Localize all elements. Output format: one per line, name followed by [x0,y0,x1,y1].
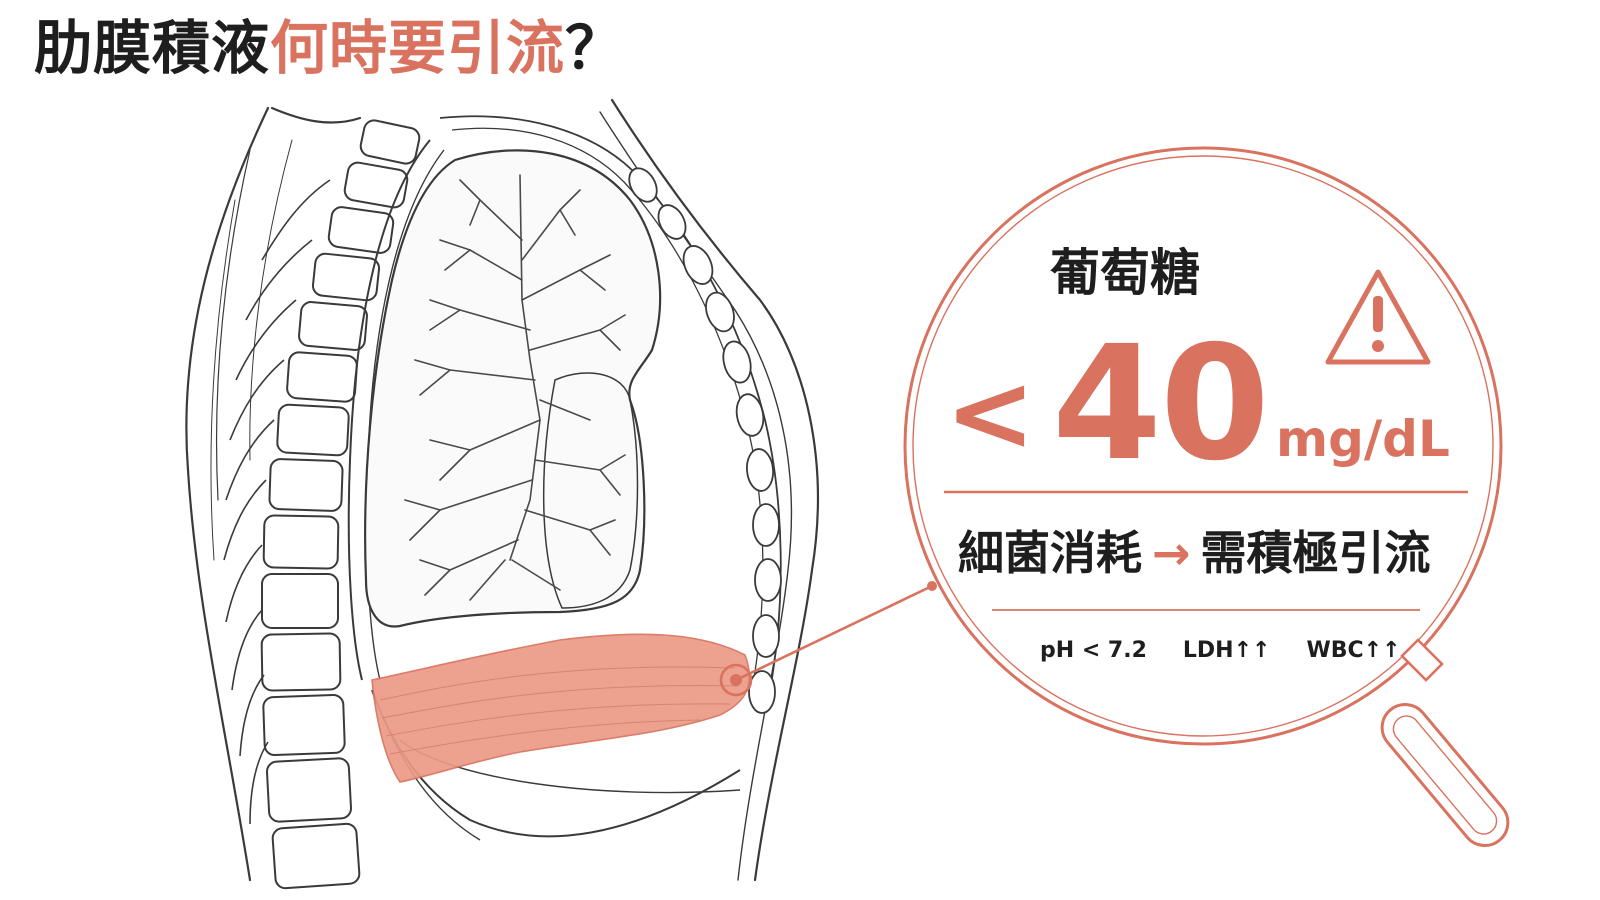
back-muscle-line-3 [249,139,293,461]
marker-wbc: WBC↑↑ [1306,638,1401,663]
neck-contour [270,106,362,124]
callout-pointer [719,581,937,697]
vertebra-5 [298,301,368,351]
magnifier-lens-inner [912,155,1494,737]
conclusion-cause: 細菌消耗 [958,526,1142,580]
vertebra-13 [265,757,353,823]
spine [260,119,421,890]
back-contour [185,106,270,882]
threshold-unit: mg/dL [1276,410,1450,468]
back-muscle-line-1 [215,149,251,501]
title-question-mark: ？ [565,14,625,82]
vertebra-6 [286,351,358,403]
body-outline [185,98,819,882]
vertebra-2 [343,161,409,209]
conclusion: 細菌消耗→需積極引流 [958,530,1431,576]
metric-label: 葡萄糖 [1050,244,1200,302]
magnifying-glass-icon [903,146,1510,847]
magnifier-lens [903,146,1503,746]
vertebra-7 [276,403,350,457]
marker-ldh: LDH↑↑ [1182,638,1271,663]
marker-ph: pH < 7.2 [1040,638,1147,663]
pointer-anchor-dot [927,581,937,591]
anterior-ribs [628,167,782,714]
effusion-striations [379,666,739,755]
conclusion-action: 需積極引流 [1200,526,1431,580]
pointer-target-dot [730,674,742,686]
vertebra-10 [261,573,339,629]
title-accent: 何時要引流 [270,14,566,82]
pleura-outer [347,139,431,681]
bronchial-tree [404,174,626,601]
magnifier-handle [1380,703,1510,847]
vertebra-11 [260,632,342,692]
title-main: 肋膜積液 [34,14,271,82]
threshold-operator: < [945,351,1036,476]
threshold-value: 40 [1052,312,1270,496]
lung [364,149,662,628]
lung-lobe [542,372,639,609]
lung-outline [364,149,662,628]
back-muscle-line-2 [210,199,236,561]
vertebra-9 [262,514,340,570]
vertebra-14 [271,822,361,890]
effusion-fluid [371,633,751,783]
marker-list: pH < 7.2 LDH↑↑ WBC↑↑ [1040,640,1401,662]
page-title: 肋膜積液何時要引流？ [34,14,624,84]
warning-triangle-icon [1325,269,1431,365]
magnifier-neck [1400,638,1444,682]
vertebra-8 [268,458,344,512]
pleural-effusion [371,633,751,783]
conclusion-arrow-icon: → [1152,526,1191,580]
pointer-target-ring [719,663,753,697]
vertebra-12 [262,693,346,757]
spine-processes [223,179,331,825]
front-contour [610,98,819,882]
vertebra-4 [311,252,381,302]
vertebra-3 [327,206,395,254]
vertebra-1 [359,119,421,165]
magnifier-handle-inner [1392,715,1498,835]
